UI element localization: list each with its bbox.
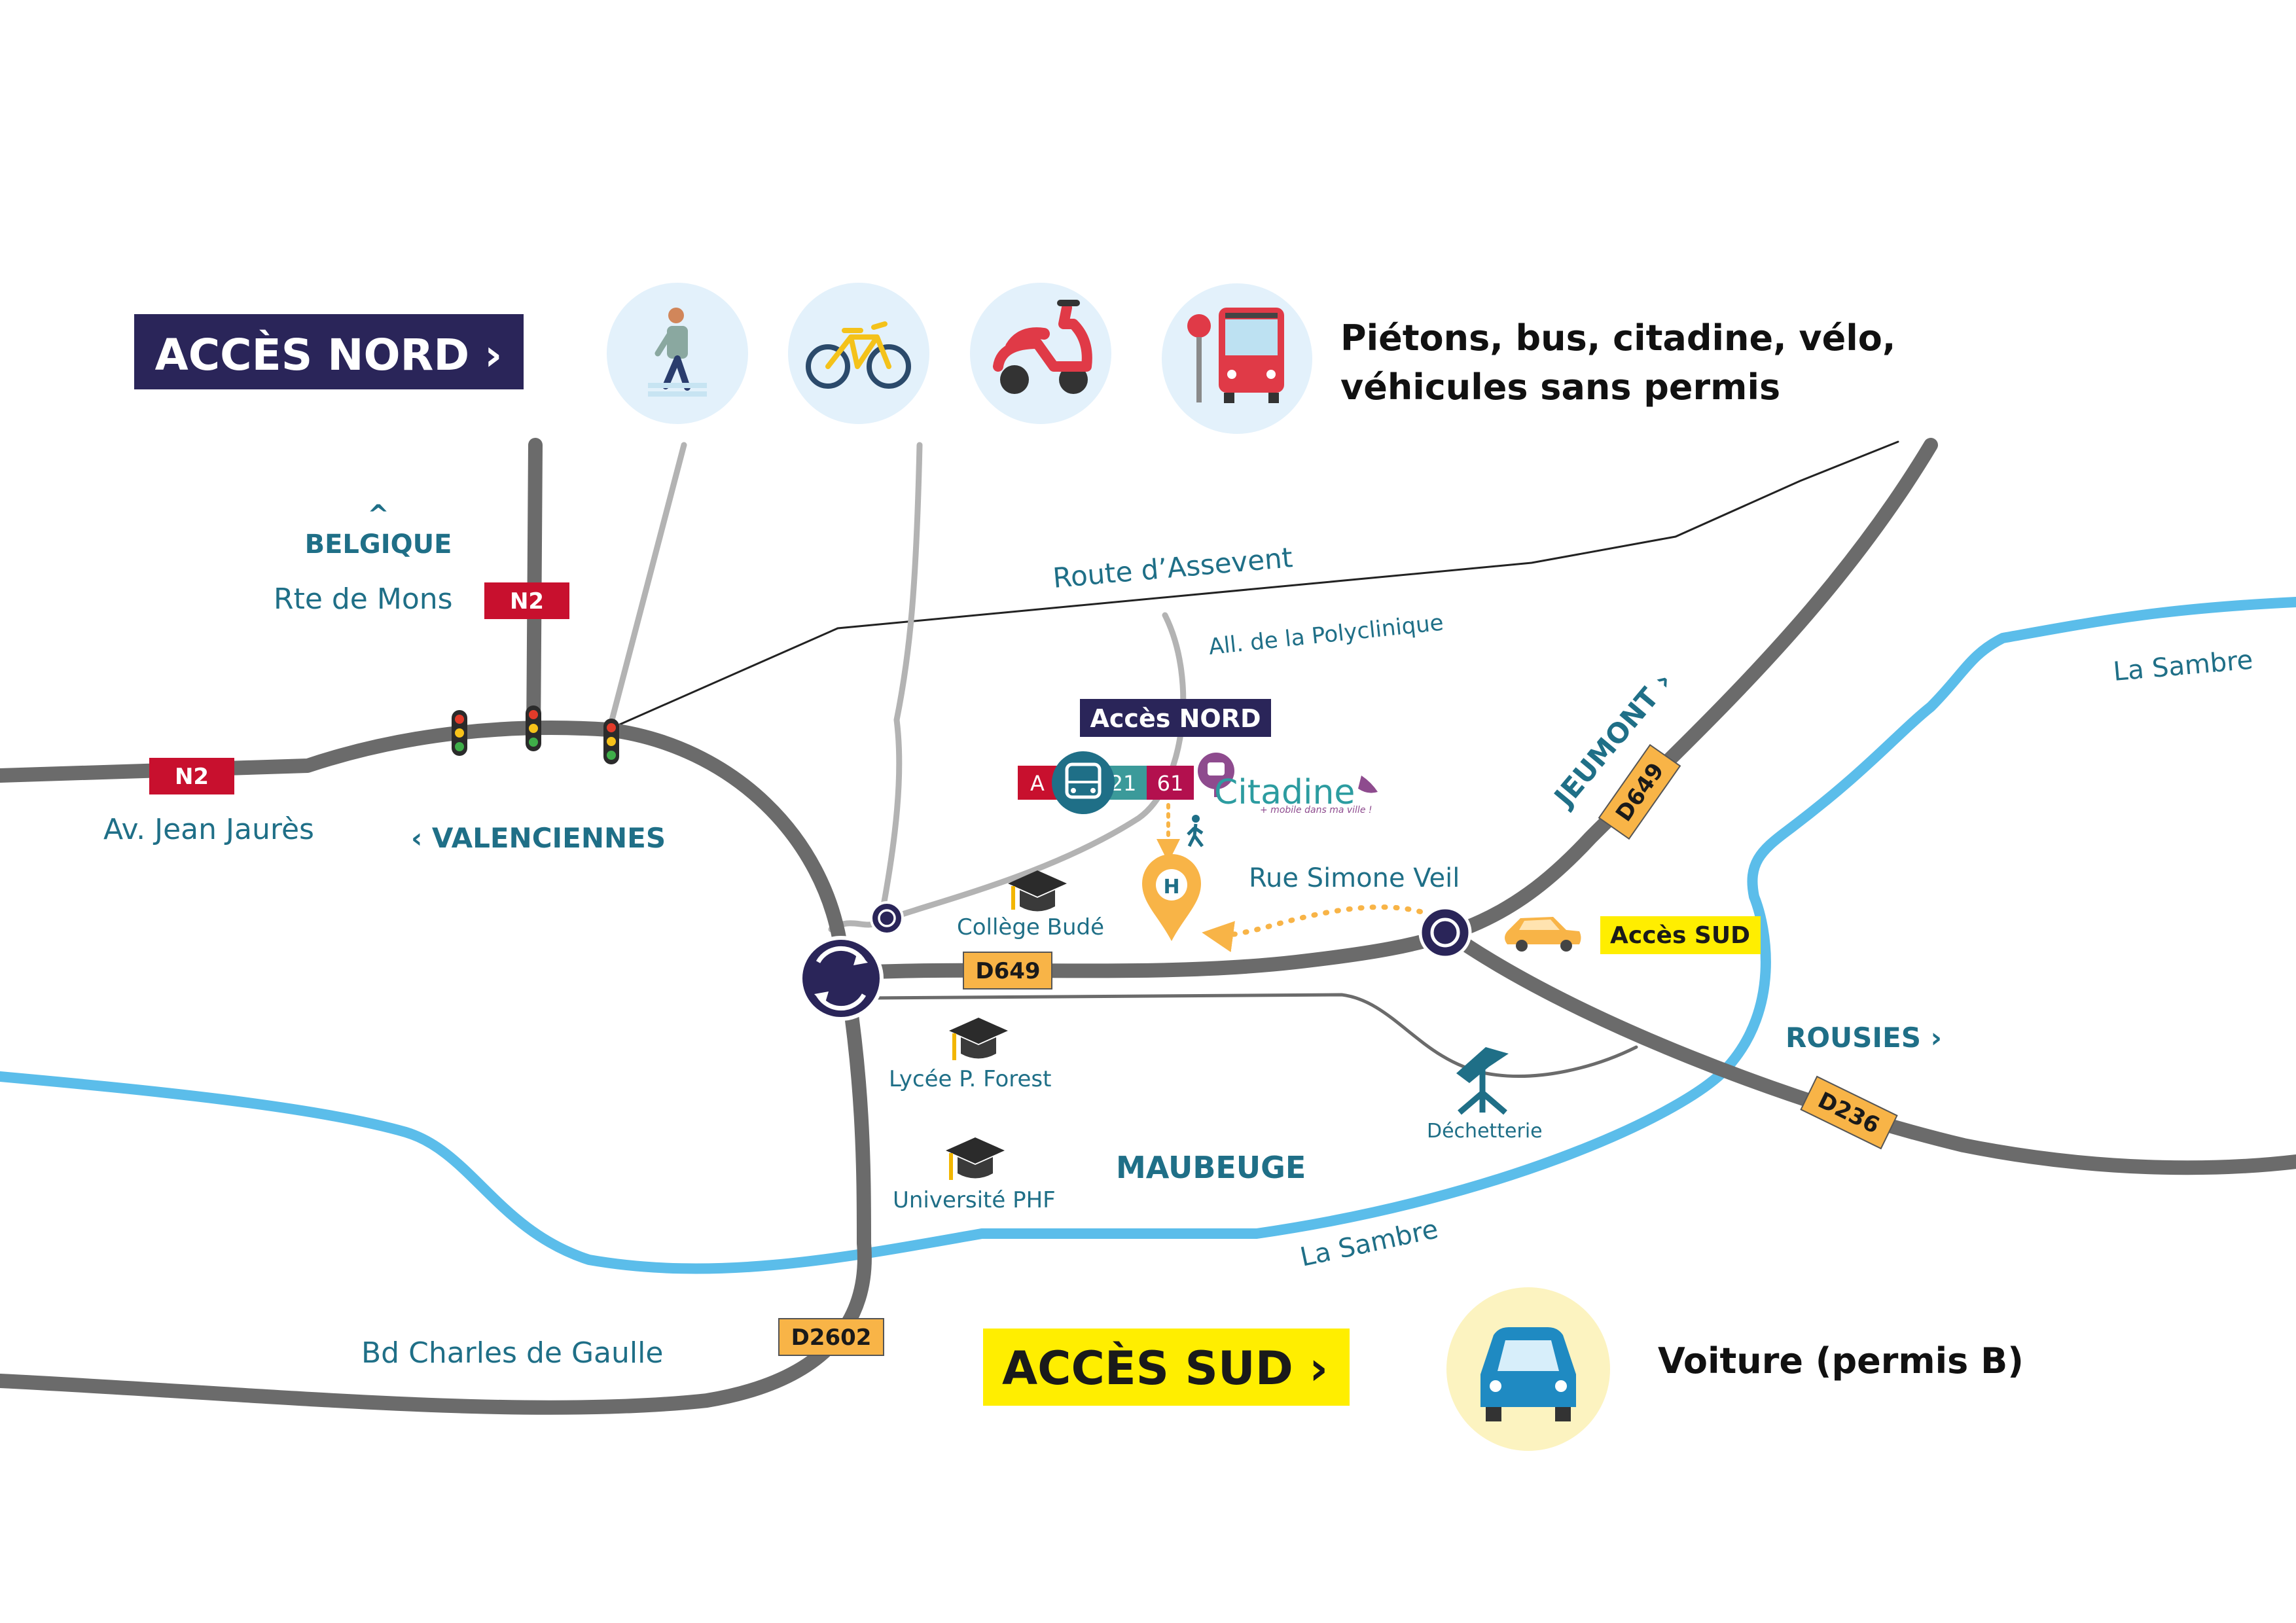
label-av-jaures: Av. Jean Jaurès [103, 813, 314, 846]
label-lycee: Lycée P. Forest [889, 1066, 1051, 1092]
label-valenciennes: ‹ VALENCIENNES [411, 822, 666, 854]
road-d236 [1436, 922, 2296, 1175]
svg-text:N2: N2 [510, 588, 544, 615]
svg-text:+ mobile dans ma ville !: + mobile dans ma ville ! [1260, 805, 1372, 815]
label-maubeuge: MAUBEUGE [1116, 1150, 1306, 1185]
n2-badge: N2 [484, 582, 569, 619]
label-bd-gaulle: Bd Charles de Gaulle [361, 1336, 663, 1370]
bus-stop-icon [1162, 283, 1312, 434]
river-la-sambre [0, 597, 2296, 1274]
svg-text:D649: D649 [975, 958, 1040, 984]
d649-badge: D649 [963, 952, 1052, 990]
label-rte-mons: Rte de Mons [274, 582, 453, 616]
dechetterie-icon [1456, 1047, 1509, 1115]
svg-text:Citadine: Citadine [1214, 773, 1355, 812]
svg-text:ACCÈS SUD ›: ACCÈS SUD › [1002, 1342, 1328, 1395]
graduation-cap-icon [946, 1137, 1005, 1180]
traffic-light-icon [526, 705, 541, 751]
svg-text:ACCÈS NORD ›: ACCÈS NORD › [155, 329, 503, 380]
label-rue-simone-veil: Rue Simone Veil [1249, 863, 1460, 893]
road-n2-av-jaures [0, 721, 872, 1415]
north-modes-line2: véhicules sans permis [1340, 366, 1780, 408]
road-north-grey-2 [877, 442, 923, 926]
scooter-icon [970, 283, 1111, 424]
label-universite: Université PHF [893, 1187, 1056, 1213]
traffic-light-icon [603, 719, 619, 764]
traffic-light-icon [452, 710, 467, 756]
label-route-assevent: Route d’Assevent [1052, 541, 1294, 594]
north-modes-line1: Piétons, bus, citadine, vélo, [1340, 317, 1895, 359]
bus-line-a: A [1030, 771, 1045, 796]
label-la-sambre-ne: La Sambre [2112, 645, 2254, 687]
svg-text:H: H [1163, 876, 1179, 899]
car-icon [1446, 1287, 1610, 1451]
graduation-cap-icon [949, 1018, 1008, 1060]
roundabout-east [1418, 906, 1472, 959]
road-north-grey-1 [609, 442, 687, 723]
pedestrian-icon [1187, 815, 1204, 847]
road-d649 [837, 438, 1938, 980]
road-route-assevent [614, 440, 1899, 728]
route-arrow-south [1202, 904, 1423, 952]
bus-line-61: 61 [1157, 771, 1184, 796]
acces-sud-title: ACCÈS SUD › [983, 1329, 1350, 1406]
d2602-badge: D2602 [778, 1318, 884, 1356]
citadine-logo: Citadine + mobile dans ma ville ! [1198, 753, 1378, 815]
graduation-cap-icon [1008, 870, 1067, 912]
pedestrian-icon [607, 283, 748, 424]
svg-text:D2602: D2602 [791, 1325, 872, 1351]
svg-text:Accès NORD: Accès NORD [1090, 704, 1261, 733]
bus-lines-badge: A 21 61 [1018, 751, 1194, 814]
road-dechetterie [869, 993, 1638, 1078]
south-mode: Voiture (permis B) [1658, 1340, 2024, 1382]
roundabout-main [798, 936, 884, 1021]
road-all-polyclinique [874, 612, 1187, 926]
bus-icon [1052, 751, 1115, 814]
acces-nord-title: ACCÈS NORD › [134, 314, 524, 389]
n2-badge: N2 [149, 758, 234, 794]
bicycle-icon [788, 283, 929, 424]
label-all-polyclinique: All. de la Polyclinique [1208, 609, 1445, 660]
hospital-pin-icon: H [1142, 854, 1201, 941]
label-belgique: BELGIQUE [305, 529, 452, 560]
car-icon [1505, 917, 1581, 952]
acces-nord-badge: Accès NORD [1080, 699, 1271, 737]
d236-badge: D236 [1800, 1075, 1898, 1150]
svg-text:N2: N2 [175, 764, 209, 790]
svg-text:Accès SUD: Accès SUD [1610, 922, 1750, 949]
acces-sud-badge: Accès SUD [1600, 916, 1761, 954]
belgique-arrow: ^ [367, 500, 389, 530]
roundabout-small [870, 901, 904, 935]
label-dechetterie: Déchetterie [1427, 1120, 1543, 1143]
label-rousies: ROUSIES › [1785, 1022, 1942, 1054]
label-college: Collège Budé [957, 914, 1104, 940]
